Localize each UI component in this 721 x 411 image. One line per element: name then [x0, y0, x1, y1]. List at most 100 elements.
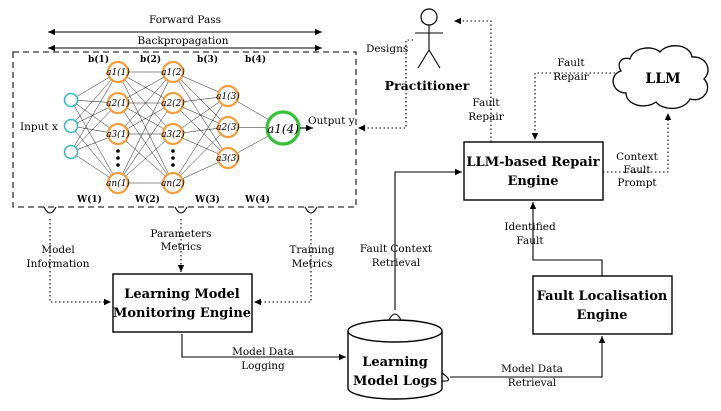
logging-label2: Logging	[241, 360, 285, 372]
logs-top-hook	[388, 313, 402, 321]
params-hook	[174, 206, 188, 214]
llm-repair-label: Repair	[553, 71, 589, 83]
output-label: Output y	[308, 115, 355, 127]
layer2-ellipsis	[171, 163, 175, 167]
neural-network-frame	[12, 51, 357, 208]
network-edge	[70, 102, 119, 153]
localisation-engine-line2: Engine	[576, 308, 627, 323]
network-edge	[117, 133, 174, 184]
monitoring-engine-line1: Learning Model	[124, 287, 240, 302]
input-node-1	[63, 92, 79, 108]
network-edge	[172, 126, 229, 184]
layer3-node-3-label: a3(3)	[216, 153, 240, 164]
layer3-node-1	[216, 84, 240, 108]
fault-context-retrieval-arrow	[394, 168, 462, 310]
layer1-ellipsis	[116, 149, 120, 153]
llm-label: LLM	[645, 71, 680, 87]
designs-label: Designs	[366, 43, 408, 55]
logs-label-line2: Model Logs	[353, 374, 437, 389]
identified-fault-label: Fault	[516, 235, 544, 247]
layer2-node-1-label: a1(2)	[161, 67, 185, 78]
prompt-fault-label: Fault	[623, 164, 651, 176]
input-label: Input x	[20, 121, 58, 133]
network-edge	[70, 71, 119, 127]
layer1-node-2	[106, 91, 130, 115]
model-info-hook	[43, 206, 57, 214]
layer2-node-3	[161, 122, 185, 146]
practitioner-head-icon	[420, 8, 438, 26]
practitioner-repair-label: Repair	[468, 111, 504, 123]
layer3-node-2	[216, 115, 240, 139]
identified-fault-arrow	[529, 202, 603, 276]
fault-repair-to-practitioner-arrow	[454, 17, 492, 142]
repair-engine-line2: Engine	[507, 174, 558, 189]
layer1-ellipsis	[116, 156, 120, 160]
output-node	[265, 110, 301, 146]
layer3-node-3	[216, 146, 240, 170]
weight-label-3: W(3)	[194, 194, 220, 205]
weight-label-4: W(4)	[244, 194, 270, 205]
layer2-node-2	[161, 91, 185, 115]
llm-fault-label: Fault	[557, 57, 585, 69]
layer1-node-1	[106, 60, 130, 84]
layer1-node-3-label: a3(1)	[106, 129, 130, 140]
retrieval-label2: Retrieval	[372, 257, 421, 269]
bias-label-3: b(3)	[197, 54, 218, 65]
network-edge	[70, 99, 119, 184]
model-info-label1: Model	[41, 244, 75, 256]
layer3-node-2-label: a2(3)	[216, 122, 240, 133]
bias-label-2: b(2)	[140, 54, 161, 65]
logs-side-hook	[441, 372, 450, 382]
practitioner-leg-icon	[417, 49, 430, 69]
layer1-node-3	[106, 122, 130, 146]
network-edge	[117, 102, 174, 184]
data-retrieval-label2: Retrieval	[508, 377, 557, 389]
localisation-engine-line1: Fault Localisation	[537, 289, 668, 304]
logs-cylinder-body	[347, 331, 443, 400]
logs-label-line1: Learning	[362, 355, 428, 370]
layer2-node-3-label: a3(2)	[161, 129, 185, 140]
params-label1: Parameters	[150, 228, 211, 240]
layer1-node-n	[106, 171, 130, 195]
llm-cloud-icon	[612, 45, 709, 110]
prompt-context-label: Context	[616, 151, 658, 163]
input-node-2	[63, 118, 79, 134]
network-edge	[172, 95, 229, 135]
forward-pass-label: Forward Pass	[149, 14, 221, 26]
logs-cylinder-top	[347, 319, 443, 343]
training-label1: Training	[289, 244, 335, 256]
weight-label-2: W(2)	[134, 194, 160, 205]
data-retrieval-label1: Model Data	[501, 363, 563, 375]
prompt-prompt-label: Prompt	[617, 177, 657, 189]
training-label2: Metrics	[292, 258, 333, 270]
logging-label1: Model Data	[232, 346, 294, 358]
layer1-node-n-label: an(1)	[106, 178, 130, 189]
identified-label: Identified	[504, 221, 556, 233]
layer1-node-1-label: a1(1)	[106, 67, 130, 78]
layer2-node-n	[161, 171, 185, 195]
practitioner-fault-label: Fault	[472, 97, 500, 109]
layer1-ellipsis	[116, 163, 120, 167]
network-edge	[117, 71, 174, 184]
layer2-node-n-label: an(2)	[161, 178, 185, 189]
repair-engine-line1: LLM-based Repair	[466, 155, 599, 170]
context-fault-prompt-arrow	[603, 113, 672, 173]
output-node-label: a1(4)	[267, 122, 299, 136]
retrieval-label1: Fault Context	[360, 243, 433, 255]
backpropagation-label: Backpropagation	[138, 35, 229, 47]
llm-repair-engine-box	[463, 141, 604, 201]
layer1-node-2-label: a2(1)	[106, 98, 130, 109]
layer3-node-1-label: a1(3)	[216, 91, 240, 102]
weight-label-1: W(1)	[76, 194, 102, 205]
model-data-retrieval-arrow	[450, 336, 606, 378]
network-edge	[117, 71, 174, 135]
monitoring-engine-box	[112, 273, 253, 333]
network-edge	[70, 125, 119, 184]
params-label2: Metrics	[161, 241, 202, 253]
practitioner-leg-icon	[428, 49, 441, 69]
model-data-logging-arrow	[181, 334, 346, 361]
bias-label-1: b(1)	[88, 54, 109, 65]
bias-label-4: b(4)	[245, 54, 266, 65]
layer2-ellipsis	[171, 156, 175, 160]
layer2-node-2-label: a2(2)	[161, 98, 185, 109]
